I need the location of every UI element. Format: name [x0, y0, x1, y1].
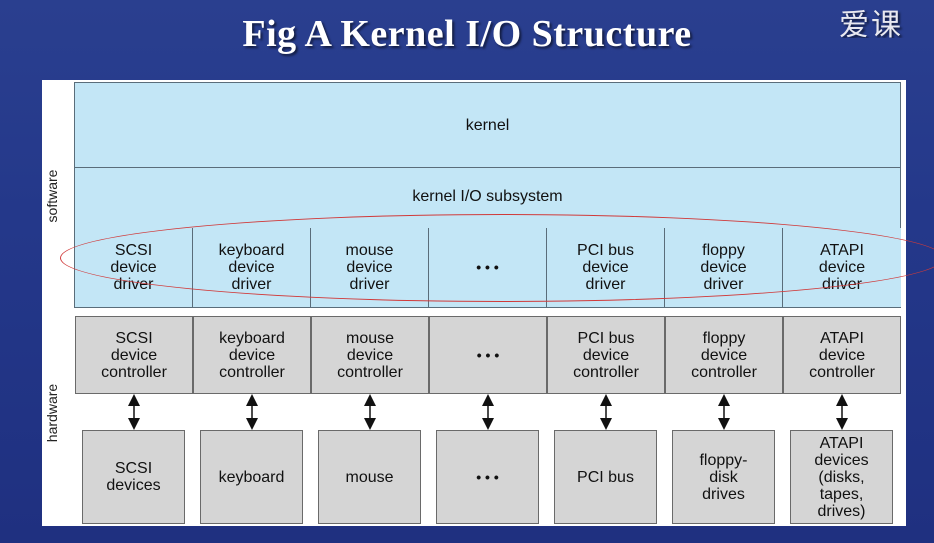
device-mouse: mouse — [318, 430, 421, 524]
controller-keyboard: keyboard device controller — [193, 316, 311, 394]
controller-scsi: SCSI device controller — [75, 316, 193, 394]
controller-floppy: floppy device controller — [665, 316, 783, 394]
driver-floppy: floppy device driver — [665, 228, 783, 307]
driver-keyboard: keyboard device driver — [193, 228, 311, 307]
device-atapi: ATAPI devices (disks, tapes, drives) — [790, 430, 893, 524]
device-ellipsis: • • • — [436, 430, 539, 524]
device-pci-bus: PCI bus — [554, 430, 657, 524]
device-floppy: floppy- disk drives — [672, 430, 775, 524]
controller-pci-bus: PCI bus device controller — [547, 316, 665, 394]
device-scsi: SCSI devices — [82, 430, 185, 524]
kernel-label: kernel — [465, 117, 510, 134]
driver-scsi: SCSI device driver — [75, 228, 193, 307]
watermark: 爱课 — [839, 8, 903, 38]
controller-atapi: ATAPI device controller — [783, 316, 901, 394]
driver-ellipsis: • • • — [429, 228, 547, 307]
driver-atapi: ATAPI device driver — [783, 228, 901, 307]
kernel-divider — [75, 167, 900, 168]
controller-ellipsis: • • • — [429, 316, 547, 394]
page-title: Fig A Kernel I/O Structure — [242, 13, 692, 55]
device-keyboard: keyboard — [200, 430, 303, 524]
controller-mouse: mouse device controller — [311, 316, 429, 394]
io-subsystem-label: kernel I/O subsystem — [412, 188, 563, 205]
driver-mouse: mouse device driver — [311, 228, 429, 307]
driver-pci-bus: PCI bus device driver — [547, 228, 665, 307]
